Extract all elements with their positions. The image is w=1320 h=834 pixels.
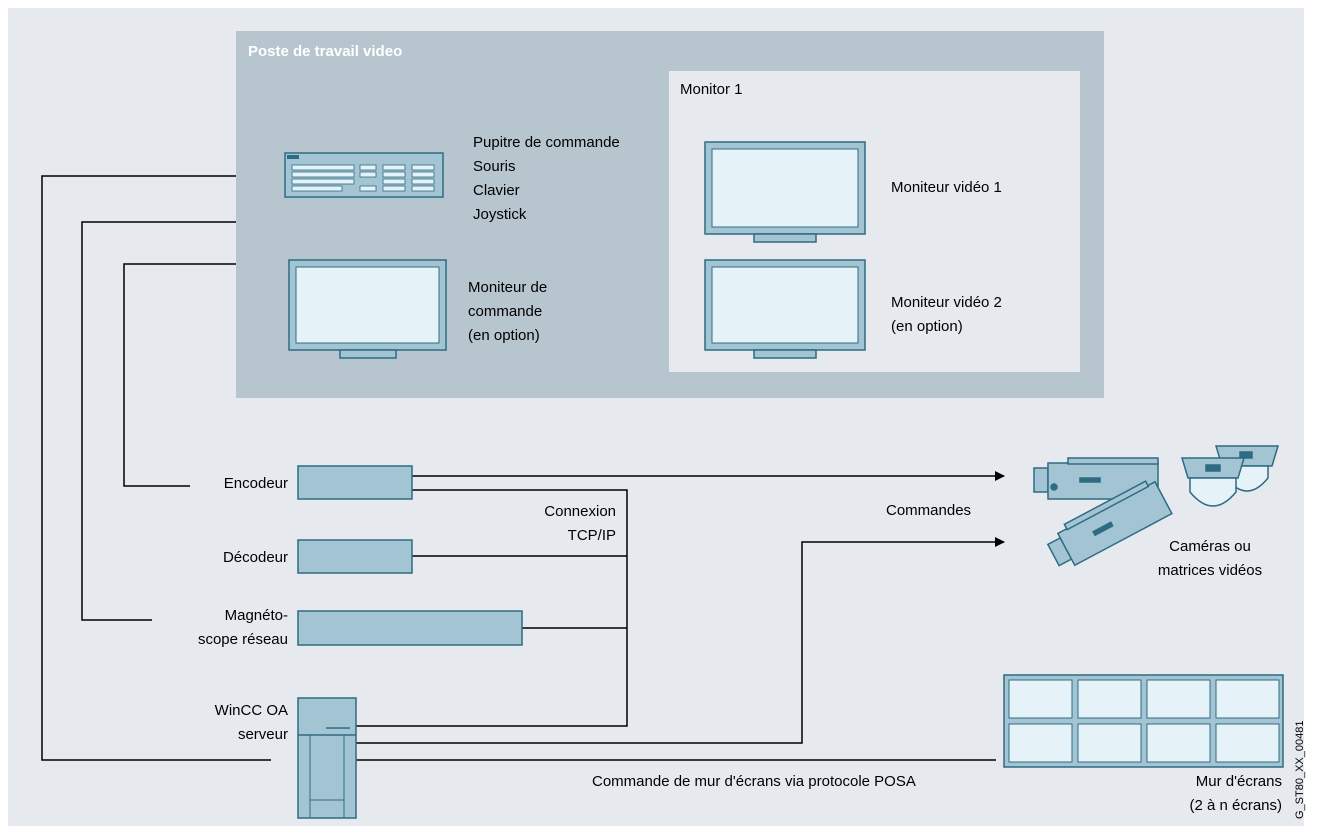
encoder-box <box>297 465 413 500</box>
workstation-title: Poste de travail video <box>248 43 403 60</box>
tcpip-label: Connexion TCP/IP <box>544 503 616 544</box>
commands-label: Commandes <box>886 502 972 519</box>
server-tower-icon <box>297 697 357 819</box>
video-wall-label: Mur d'écrans (2 à n écrans) <box>1189 773 1282 814</box>
video-monitor-1-icon <box>704 141 866 243</box>
network-recorder-box <box>297 610 523 646</box>
decoder-label: Décodeur <box>222 549 288 566</box>
video-monitor-2-label: Moniteur vidéo 2 (en option) <box>891 294 1002 335</box>
figure-code: G_ST80_XX_00481 <box>1294 720 1306 819</box>
video-monitor-2-icon <box>704 259 866 359</box>
decoder-box <box>297 539 413 574</box>
keyboard-console-icon <box>284 152 444 198</box>
server-label: WinCC OA serveur <box>214 702 288 743</box>
posa-label: Commande de mur d'écrans via protocole P… <box>592 773 916 790</box>
recorder-label: Magnéto- scope réseau <box>197 607 288 648</box>
camera-icon <box>1046 480 1173 567</box>
video-wall-icon <box>1003 674 1284 768</box>
dome-camera-icon <box>1180 457 1246 507</box>
monitor-group-title: Monitor 1 <box>680 81 743 98</box>
encoder-label: Encodeur <box>223 475 288 492</box>
cameras-label: Caméras ou matrices vidéos <box>1157 538 1263 579</box>
console-label: Pupitre de commande Souris Clavier Joyst… <box>473 134 620 223</box>
control-monitor-icon <box>288 259 447 359</box>
connection-lines <box>41 175 1005 761</box>
control-monitor-label: Moniteur de commande (en option) <box>468 279 548 344</box>
video-monitor-1-label: Moniteur vidéo 1 <box>891 179 1002 196</box>
